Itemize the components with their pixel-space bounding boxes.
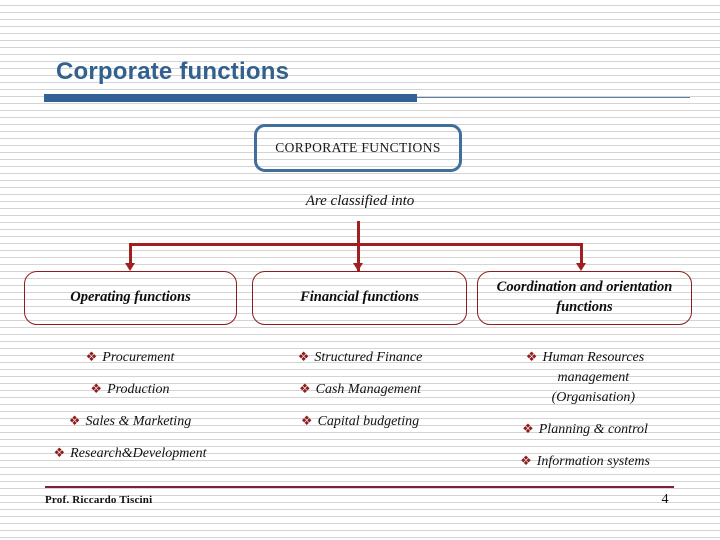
category-box-operating: Operating functions (24, 271, 237, 325)
list-item-label: Research&Development (70, 445, 207, 461)
classified-into-caption: Are classified into (305, 193, 415, 209)
list-item: ❖ Procurement (22, 348, 238, 368)
diamond-bullet-icon: ❖ (90, 380, 103, 396)
list-item-label: Information systems (536, 453, 650, 469)
list-item-label: Structured Finance (314, 350, 423, 365)
category-label: Coordination and orientation functions (496, 279, 673, 315)
diamond-bullet-icon: ❖ (300, 412, 313, 428)
diamond-bullet-icon: ❖ (525, 349, 538, 364)
corporate-functions-label: CORPORATE FUNCTIONS (275, 140, 441, 155)
diamond-bullet-icon: ❖ (297, 349, 310, 364)
diamond-bullet-icon: ❖ (298, 380, 311, 396)
list-item: ❖ Cash Management (252, 380, 468, 400)
diamond-bullet-icon: ❖ (68, 412, 81, 428)
list-item-label: Capital budgeting (317, 413, 420, 429)
bullet-column-coordination: ❖ Human Resources management (Organisati… (476, 348, 694, 483)
connector-right-drop (580, 243, 583, 265)
category-label: Operating functions (70, 289, 191, 306)
arrow-down-icon-left (125, 263, 135, 271)
list-item: ❖ Research&Development (22, 444, 238, 464)
list-item: ❖ Structured Finance (252, 348, 468, 368)
arrow-down-icon-middle (353, 263, 363, 271)
list-item-label: Sales & Marketing (85, 413, 192, 429)
connector-horizontal-bar (129, 243, 583, 246)
diamond-bullet-icon: ❖ (520, 452, 532, 468)
diamond-bullet-icon: ❖ (53, 444, 66, 460)
bullet-column-operating: ❖ Procurement ❖ Production ❖ Sales & Mar… (22, 348, 238, 476)
connector-vertical-stem (357, 221, 360, 271)
list-item-label: Production (107, 381, 170, 397)
diamond-bullet-icon: ❖ (85, 349, 98, 364)
footer-author: Prof. Riccardo Tiscini (45, 494, 153, 506)
bullet-column-financial: ❖ Structured Finance ❖ Cash Management ❖… (252, 348, 468, 444)
category-box-coordination: Coordination and orientation functions (477, 271, 692, 325)
title-thin-rule (417, 97, 690, 98)
title-accent-bar (44, 94, 417, 102)
arrow-down-icon-right (576, 263, 586, 271)
list-item: ❖ Capital budgeting (252, 412, 468, 432)
list-item: ❖ Human Resources management (Organisati… (476, 348, 694, 408)
list-item-label: Cash Management (315, 381, 422, 397)
diamond-bullet-icon: ❖ (522, 420, 534, 436)
category-box-financial: Financial functions (252, 271, 467, 325)
list-item: ❖ Sales & Marketing (22, 412, 238, 432)
footer-divider (45, 486, 674, 488)
page-title: Corporate functions (56, 58, 290, 85)
list-item-label: Procurement (102, 350, 175, 365)
list-item-label: Planning & control (538, 421, 648, 437)
category-label: Financial functions (300, 289, 419, 306)
list-item: ❖ Production (22, 380, 238, 400)
list-item-label: Human Resources management (Organisation… (542, 350, 645, 405)
connector-left-drop (129, 243, 132, 265)
list-item: ❖ Planning & control (476, 420, 694, 440)
page-number: 4 (661, 492, 669, 507)
corporate-functions-box: CORPORATE FUNCTIONS (254, 124, 462, 172)
list-item: ❖ Information systems (476, 452, 694, 472)
